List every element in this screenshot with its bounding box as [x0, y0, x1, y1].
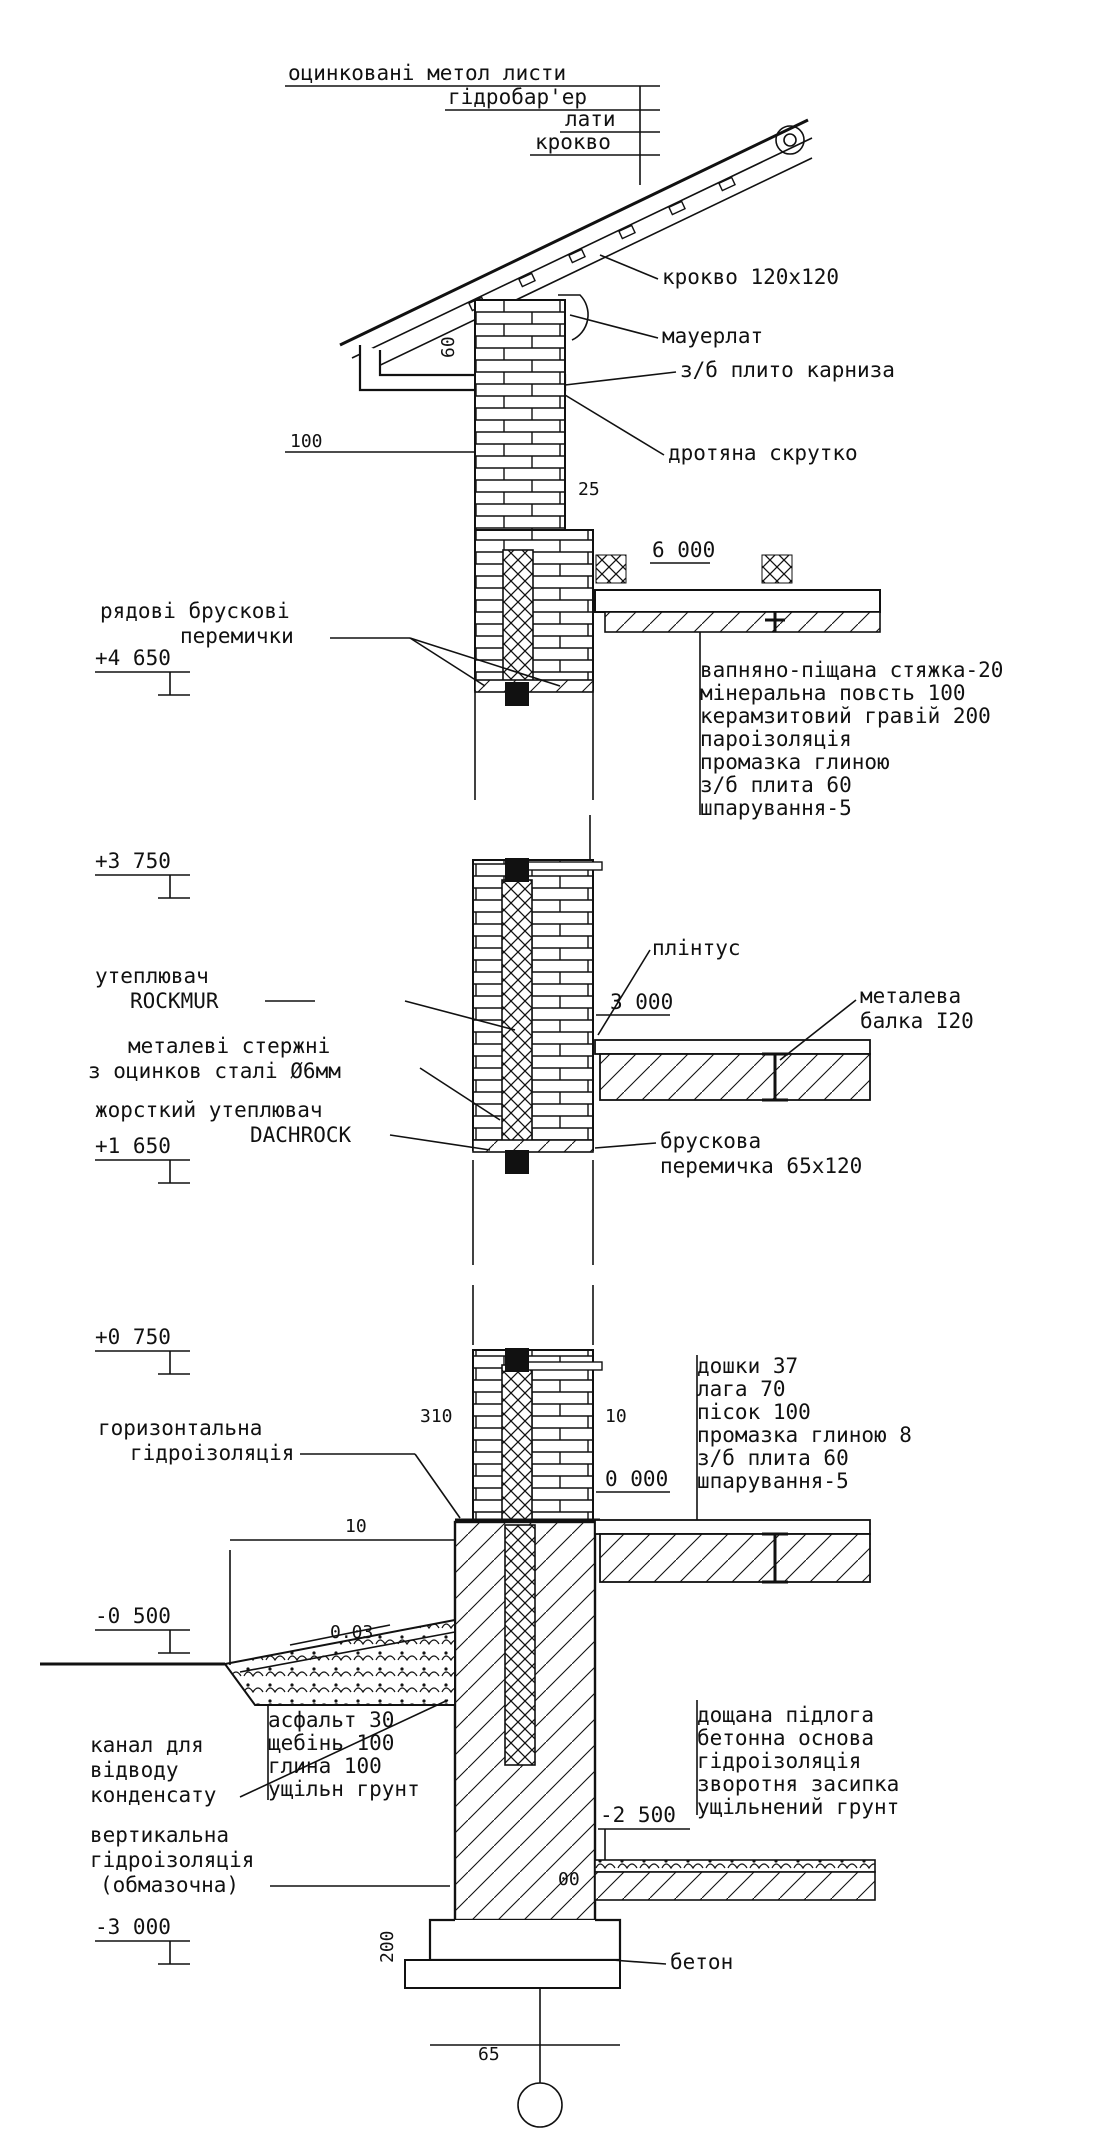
- callout-wire-twist: дротяна скрутко: [668, 441, 858, 465]
- callout-vert-waterproof-1: вертикальна: [90, 1823, 229, 1847]
- ground-floor-slab: [594, 1519, 871, 1584]
- roof-label-leader: [285, 85, 660, 185]
- blind-area-layer-3: ущільн грунт: [268, 1777, 420, 1801]
- foundation: [404, 1520, 622, 2128]
- callout-hard-insulation-1: жорсткий утеплювач: [95, 1098, 323, 1122]
- roof-floor-layers: вапняно-піщана стяжка-20 мінеральна повс…: [699, 632, 1003, 820]
- roof-floor-layer-6: шпарування-5: [700, 796, 852, 820]
- callout-insulation-1: утеплювач: [95, 964, 209, 988]
- level-4650: +4 650: [95, 646, 171, 670]
- middle-wall: [472, 858, 603, 1345]
- callout-drain-channel-3: конденсату: [90, 1783, 216, 1807]
- callout-mauerlat: мауерлат: [662, 324, 763, 348]
- blind-area-layers: асфальт 30 щебінь 100 глина 100 ущільн г…: [267, 1705, 420, 1801]
- basement-floor-layers: дощана підлога бетонна основа гідроізоля…: [696, 1700, 899, 1819]
- first-floor-layer-3: промазка глиною 8: [697, 1423, 912, 1447]
- callout-insulation-2: ROCKMUR: [130, 989, 219, 1013]
- blind-area-layer-1: щебінь 100: [268, 1731, 394, 1755]
- callout-cornice-slab: з/б плито карниза: [680, 358, 895, 382]
- roof-floor-layer-5: з/б плита 60: [700, 773, 852, 797]
- roof-label-vapor-barrier: гідробар'ер: [448, 85, 587, 109]
- callout-rods-2: з оцинков сталі Ø6мм: [88, 1059, 341, 1083]
- roof-label-metal-sheets: оцинковані метол листи: [288, 61, 566, 85]
- dim-60: 60: [438, 336, 459, 358]
- roof-floor-layer-2: керамзитовий гравій 200: [700, 704, 991, 728]
- dim-10-left: 10: [345, 1516, 367, 1537]
- first-floor-layer-0: дошки 37: [697, 1354, 798, 1378]
- level-3750: +3 750: [95, 849, 171, 873]
- basement-floor: [594, 1859, 876, 1901]
- callout-hard-insulation-2: DACHROCK: [250, 1123, 352, 1147]
- callout-bar-lintel-2: перемичка 65х120: [660, 1154, 862, 1178]
- dim-65: 65: [478, 2044, 500, 2065]
- roof-assembly: [339, 118, 813, 392]
- roof-label-rafter: крокво: [535, 130, 611, 154]
- callout-horiz-waterproof-2: гідроізоляція: [130, 1441, 294, 1465]
- lower-wall: [455, 1348, 603, 1522]
- basement-floor-layer-4: ущільнений грунт: [697, 1795, 899, 1819]
- first-floor-layer-5: шпарування-5: [697, 1469, 849, 1493]
- blind-area-layer-2: глина 100: [268, 1754, 382, 1778]
- roof-floor-layer-4: промазка глиною: [700, 750, 890, 774]
- dim-200: 200: [377, 1930, 398, 1963]
- callout-lintels-row-1: рядові брускові: [100, 599, 290, 623]
- basement-floor-layer-3: зворотня засипка: [697, 1772, 899, 1796]
- first-floor-layers: дошки 37 лага 70 пісок 100 промазка глин…: [696, 1354, 912, 1520]
- basement-floor-layer-0: дощана підлога: [697, 1703, 874, 1727]
- level-minus-2500: -2 500: [600, 1803, 676, 1827]
- dim-25: 25: [578, 479, 600, 500]
- upper-wall: [474, 299, 594, 870]
- level-3000: 3 000: [610, 990, 673, 1014]
- dim-310: 310: [420, 1406, 453, 1427]
- level-minus-0500: -0 500: [95, 1604, 171, 1628]
- level-minus-3000: -3 000: [95, 1915, 171, 1939]
- roof-floor-layer-3: пароізоляція: [700, 727, 852, 751]
- callout-metal-beam-1: металева: [860, 984, 961, 1008]
- blind-area-layer-0: асфальт 30: [268, 1708, 394, 1732]
- roof-floor-slab: [594, 554, 881, 633]
- level-1650: +1 650: [95, 1134, 171, 1158]
- callout-rafter: крокво 120x120: [662, 265, 839, 289]
- first-floor-layer-2: пісок 100: [697, 1400, 811, 1424]
- first-floor-layer-4: з/б плита 60: [697, 1446, 849, 1470]
- level-0750: +0 750: [95, 1325, 171, 1349]
- callout-concrete: бетон: [670, 1950, 733, 1974]
- level-0000: 0 000: [605, 1467, 668, 1491]
- dim-00: 00: [558, 1869, 580, 1890]
- roof-label-battens: лати: [565, 107, 616, 131]
- callout-vert-waterproof-2: гідроізоляція: [90, 1848, 254, 1872]
- callout-vert-waterproof-3: (обмазочна): [100, 1873, 239, 1897]
- callout-horiz-waterproof-1: горизонтальна: [98, 1416, 262, 1440]
- callout-rods-1: металеві стержні: [128, 1034, 330, 1058]
- dim-100: 100: [290, 431, 323, 452]
- level-marks: +4 650 +3 750 +1 650 +0 750 -0 500 -3 00…: [95, 646, 690, 1965]
- callout-metal-beam-2: балка І20: [860, 1009, 974, 1033]
- basement-floor-layer-1: бетонна основа: [697, 1726, 874, 1750]
- callout-drain-channel-2: відводу: [90, 1758, 179, 1782]
- callout-bar-lintel-1: брускова: [660, 1129, 761, 1153]
- callout-lintels-row-2: перемички: [180, 624, 294, 648]
- blind-area: [40, 1550, 456, 1706]
- roof-floor-layer-0: вапняно-піщана стяжка-20: [700, 658, 1003, 682]
- middle-floor: [594, 1039, 871, 1102]
- roof-floor-layer-1: мінеральна повсть 100: [700, 681, 966, 705]
- dim-10-right: 10: [605, 1406, 627, 1427]
- first-floor-layer-1: лага 70: [697, 1377, 786, 1401]
- callout-plinth: плінтус: [652, 936, 741, 960]
- callout-drain-channel-1: канал для: [90, 1733, 204, 1757]
- basement-floor-layer-2: гідроізоляція: [697, 1749, 861, 1773]
- level-6000: 6 000: [652, 538, 715, 562]
